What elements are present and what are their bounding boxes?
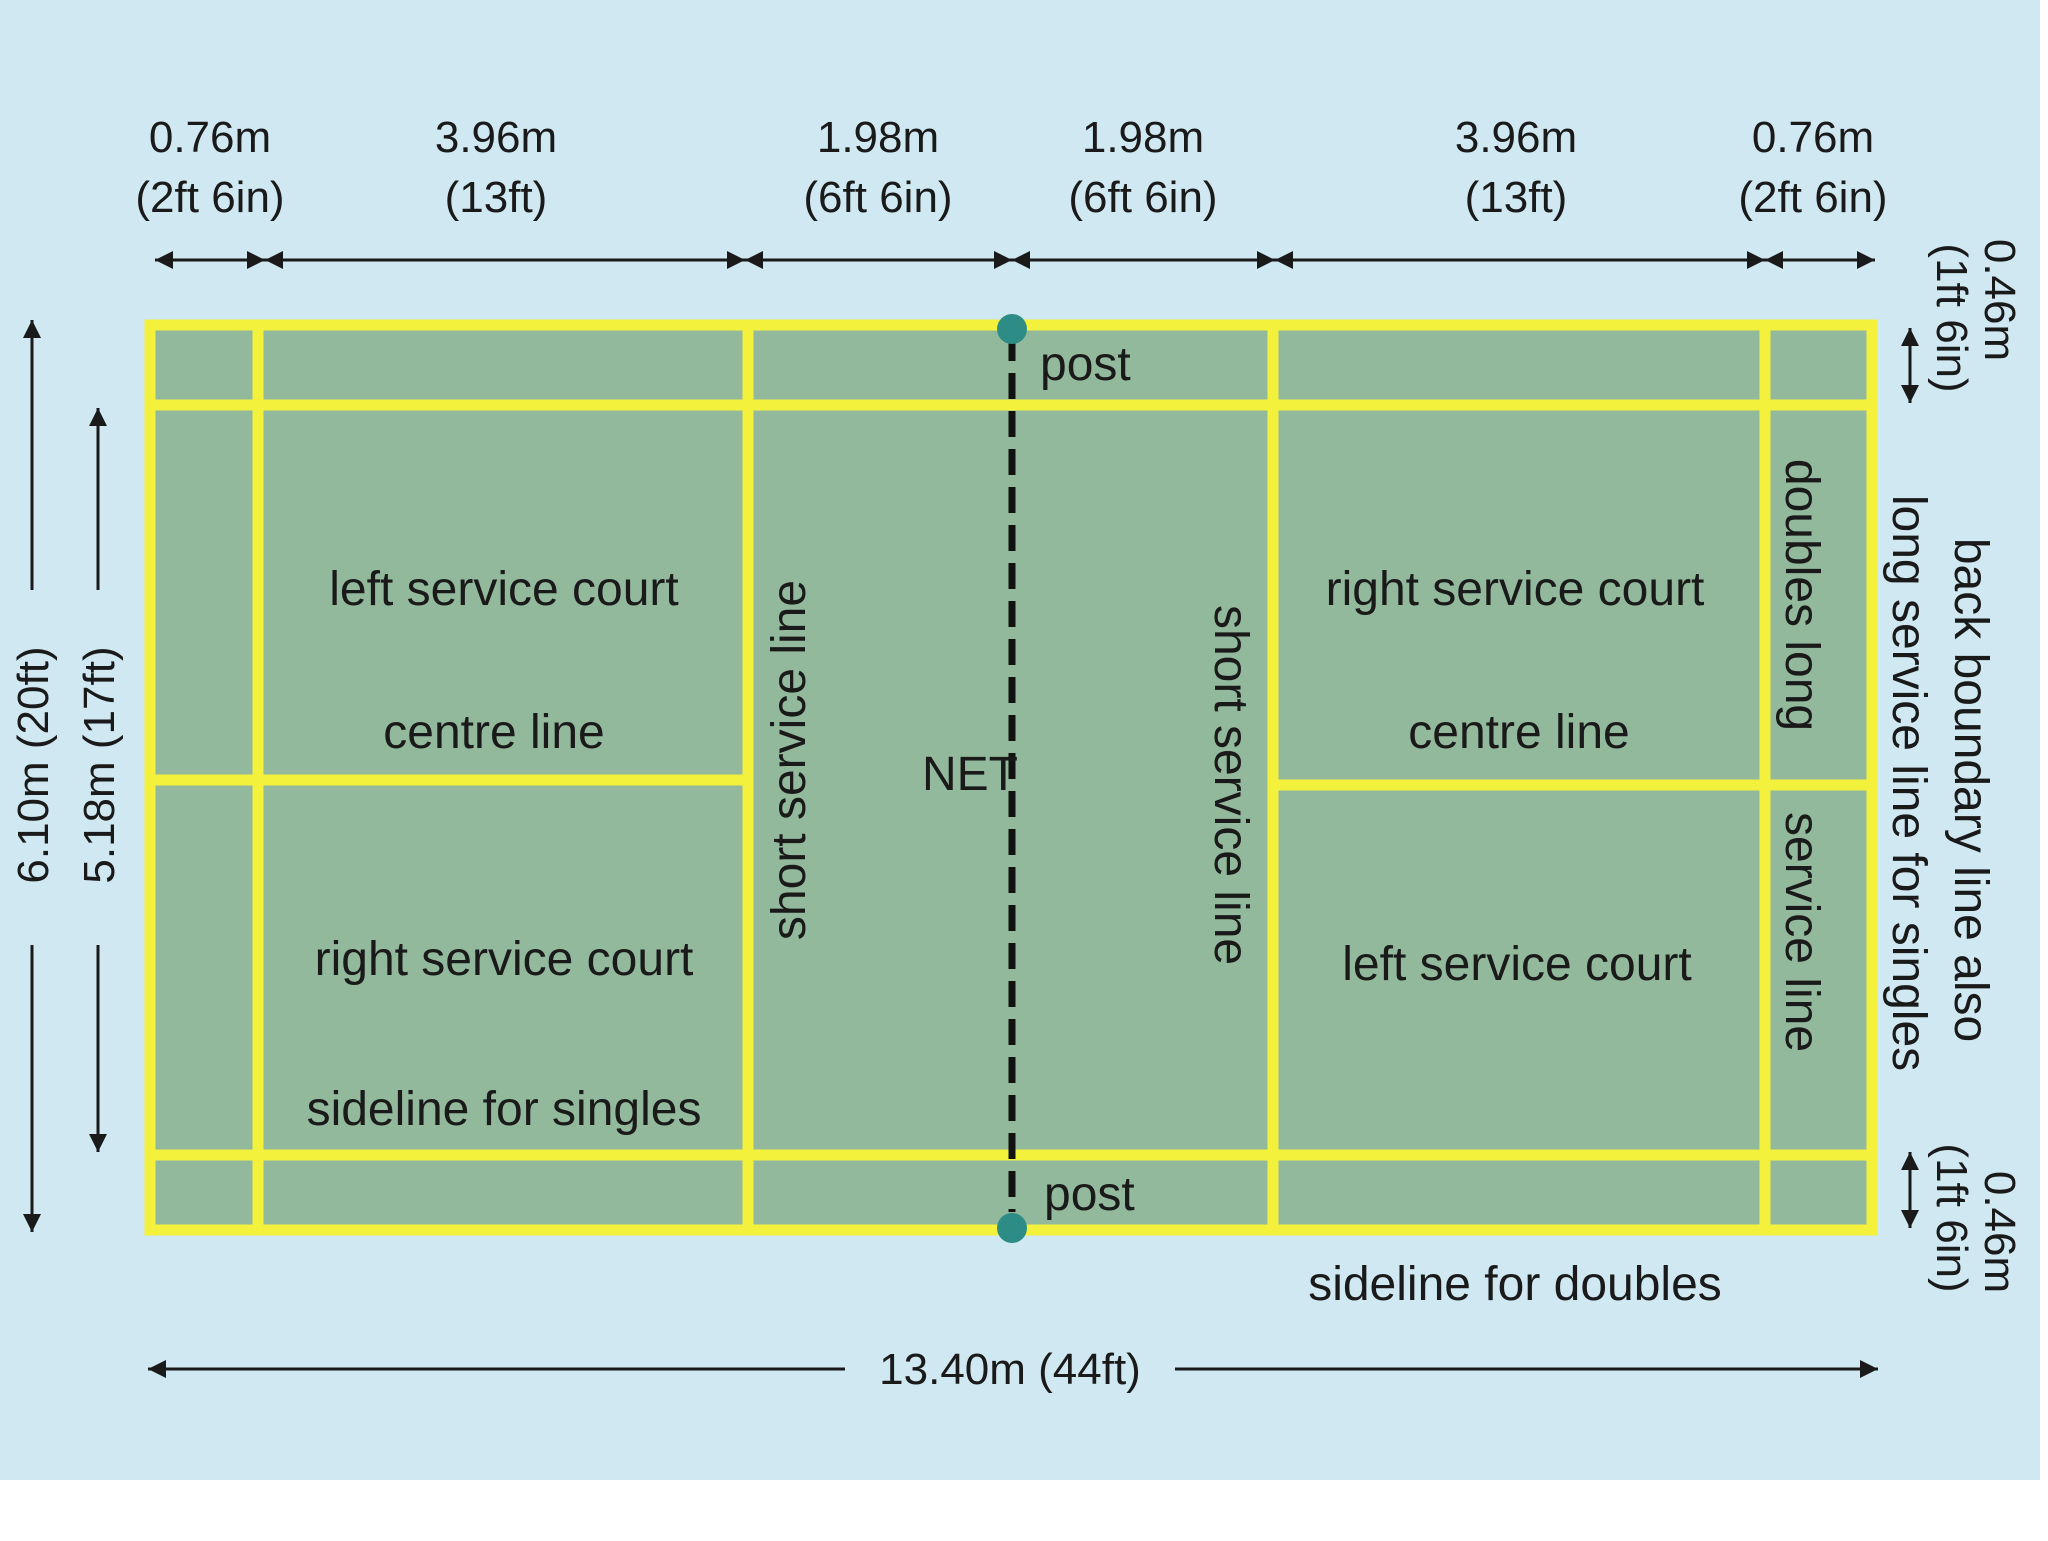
right-half-bottom-court: left service court	[1342, 938, 1691, 991]
bottom-alley-dim-ft: (1ft 6in)	[1927, 1143, 1976, 1292]
court-length: 13.40m (44ft)	[879, 1345, 1141, 1394]
top-dim-4-ft: (6ft 6in)	[1068, 173, 1217, 222]
top-dim-1-ft: (2ft 6in)	[135, 173, 284, 222]
top-dim-6-m: 0.76m	[1752, 113, 1874, 162]
net-label: NET	[922, 748, 1018, 801]
right-half-top-court: right service court	[1326, 563, 1705, 616]
top-dim-3-ft: (6ft 6in)	[803, 173, 952, 222]
doubles-long-label: doubles long	[1775, 459, 1828, 731]
left-half-singles-sideline: sideline for singles	[307, 1083, 702, 1136]
top-dim-4-m: 1.98m	[1082, 113, 1204, 162]
top-dim-5-ft: (13ft)	[1465, 173, 1568, 222]
top-dim-5-m: 3.96m	[1455, 113, 1577, 162]
post-bottom-label: post	[1044, 1168, 1135, 1221]
bottom-alley-dim-m: 0.46m	[1975, 1171, 2024, 1293]
top-alley-dim-m: 0.46m	[1975, 239, 2024, 361]
top-dim-2-m: 3.96m	[435, 113, 557, 162]
post-bottom-marker	[997, 1213, 1027, 1243]
bottom-margin	[0, 1480, 2048, 1536]
left-half-centre-line: centre line	[383, 706, 604, 759]
short-service-line-right-label: short service line	[1204, 605, 1257, 965]
top-dim-1-m: 0.76m	[149, 113, 271, 162]
post-top-marker	[997, 314, 1027, 344]
right-half-labels: right service court centre line left ser…	[1326, 563, 1705, 991]
left-half-top-court: left service court	[329, 563, 678, 616]
right-half-centre-line: centre line	[1408, 706, 1629, 759]
top-alley-dim-ft: (1ft 6in)	[1927, 243, 1976, 392]
short-service-line-left-label: short service line	[763, 580, 816, 940]
court-width-singles: 5.18m (17ft)	[75, 646, 124, 883]
sideline-doubles-label: sideline for doubles	[1308, 1258, 1722, 1311]
left-half-bottom-court: right service court	[315, 933, 694, 986]
court-width-doubles: 6.10m (20ft)	[9, 646, 58, 883]
post-top-label: post	[1040, 338, 1131, 391]
top-dim-2-ft: (13ft)	[445, 173, 548, 222]
left-half-labels: left service court centre line right ser…	[307, 563, 702, 1136]
back-boundary-label-line1: back boundary line also	[1944, 538, 1997, 1042]
left-dimension-arrows	[23, 320, 107, 1232]
top-dim-3-m: 1.98m	[817, 113, 939, 162]
top-dimension-labels: 0.76m (2ft 6in) 3.96m (13ft) 1.98m (6ft …	[135, 113, 1887, 222]
top-dim-6-ft: (2ft 6in)	[1738, 173, 1887, 222]
back-boundary-label-line2: long service line for singles	[1882, 495, 1935, 1071]
doubles-long-service-line-label: service line	[1775, 812, 1828, 1052]
